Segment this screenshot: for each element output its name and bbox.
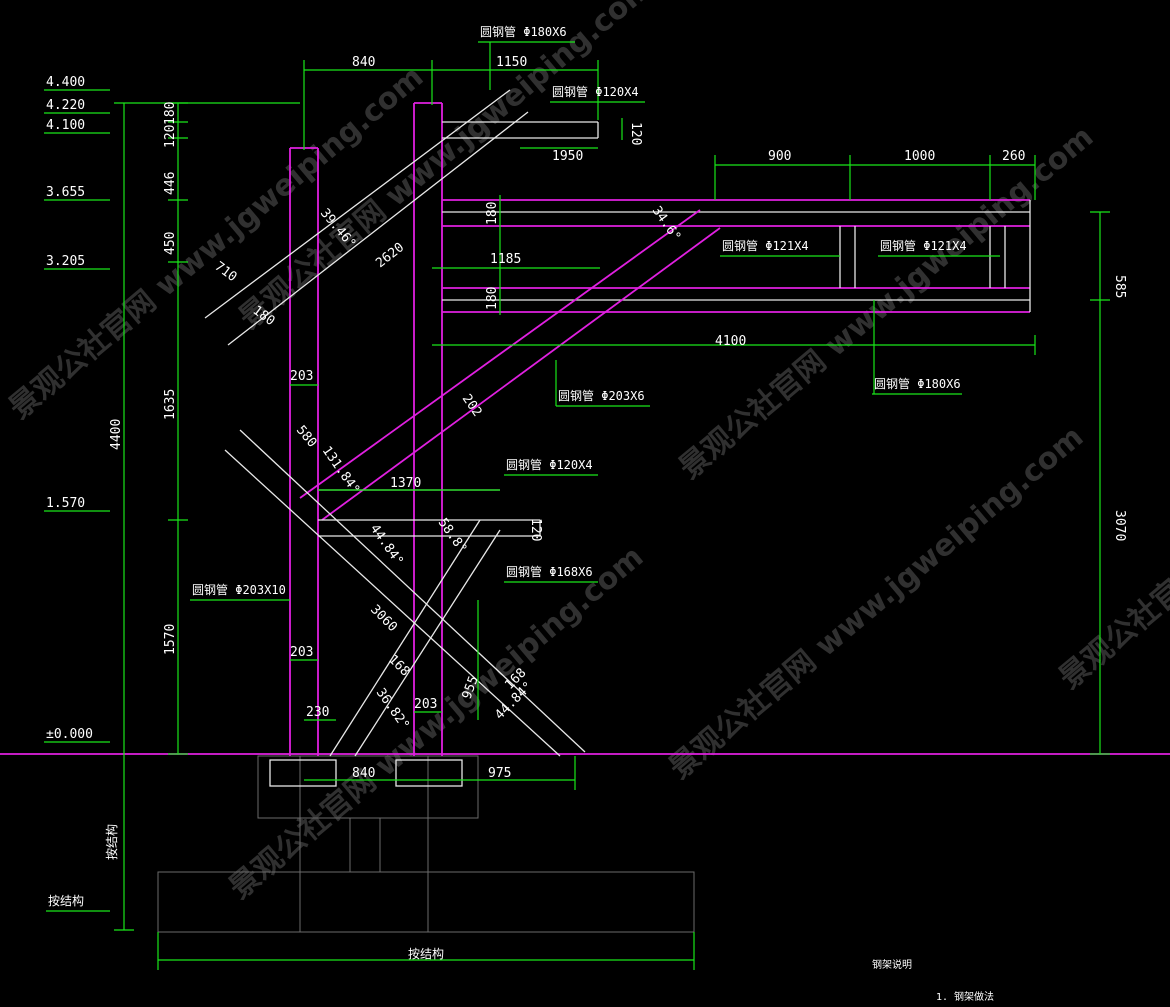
callout-text: 圆钢管 Φ180X6	[480, 24, 567, 39]
diagonal-dimensions: 710 180 2620 580 3060 168 955 168 202	[212, 240, 530, 701]
callout-text: 圆钢管 Φ180X6	[874, 376, 961, 391]
dim-text: 4400	[109, 419, 124, 450]
dim-text: 4100	[715, 334, 746, 349]
dimension-lines	[114, 60, 1110, 970]
dim-text: 900	[768, 149, 791, 164]
drawing-notes: 钢架说明 1. 钢架做法	[872, 958, 994, 1003]
angle-text: 36.82°	[373, 686, 412, 733]
dim-text: 975	[488, 766, 511, 781]
dim-text: 1635	[163, 389, 178, 420]
dim-text: 202	[459, 392, 485, 420]
dim-text: 3070	[1112, 510, 1127, 541]
watermark: 景观公社官网 www.jgweiping.com	[223, 539, 651, 906]
level-label: ±0.000	[46, 727, 93, 742]
dim-text: 840	[352, 55, 375, 70]
member-callouts: 圆钢管 Φ180X6 圆钢管 Φ120X4 圆钢管 Φ121X4 圆钢管 Φ12…	[190, 24, 1000, 601]
callout-text: 圆钢管 Φ120X4	[552, 84, 639, 99]
dim-text: 1150	[496, 55, 527, 70]
callout-text: 圆钢管 Φ168X6	[506, 564, 593, 579]
callout-text: 圆钢管 Φ121X4	[880, 238, 967, 253]
notes-title: 钢架说明	[872, 958, 912, 971]
callout-text: 圆钢管 Φ203X10	[192, 582, 286, 597]
notes-item: 1. 钢架做法	[936, 990, 994, 1003]
watermark: 景观公社官网 www.jgweiping.com	[1053, 329, 1170, 696]
level-label: 4.400	[46, 75, 85, 90]
dim-text: 120	[628, 122, 643, 145]
level-label: 4.100	[46, 118, 85, 133]
horizontal-dimensions: 840 1150 1950 900 1000 260 1185 4100 137…	[290, 55, 1025, 781]
angle-text: 131.84°	[319, 444, 363, 497]
dim-text: 1370	[390, 476, 421, 491]
dim-text: 203	[290, 369, 313, 384]
foundation	[157, 755, 695, 933]
level-label: 3.205	[46, 254, 85, 269]
watermark: 景观公社官网 www.jgweiping.com	[673, 119, 1101, 486]
dim-text: 1570	[163, 624, 178, 655]
dim-text: 3060	[367, 602, 400, 635]
dim-text: 180	[163, 102, 178, 125]
dim-text: 230	[306, 705, 329, 720]
vertical-dimensions: 180 120 446 450 1635 1570 4400 585 3070 …	[109, 102, 1127, 655]
dim-text: 180	[485, 202, 500, 225]
callout-text: 圆钢管 Φ203X6	[558, 388, 645, 403]
angle-text: 34.6°	[649, 204, 684, 245]
dim-text: 1950	[552, 149, 583, 164]
dim-text: 446	[163, 172, 178, 195]
level-markers: 4.400 4.220 4.100 3.655 3.205 1.570 ±0.0…	[44, 75, 110, 743]
level-label: 1.570	[46, 496, 85, 511]
dim-text: 180	[485, 287, 500, 310]
watermark: 景观公社官网 www.jgweiping.com	[663, 419, 1091, 786]
dim-text: 260	[1002, 149, 1025, 164]
structure-note: 按结构	[104, 824, 119, 860]
dim-text: 580	[293, 423, 320, 451]
structure-note: 按结构	[48, 893, 84, 908]
dim-text: 168	[385, 652, 412, 679]
dim-text: 450	[163, 232, 178, 255]
dim-text: 840	[352, 766, 375, 781]
dim-text: 203	[414, 697, 437, 712]
level-label: 3.655	[46, 185, 85, 200]
dim-text: 120	[163, 125, 178, 148]
dim-text: 2620	[373, 240, 407, 271]
callout-text: 圆钢管 Φ121X4	[722, 238, 809, 253]
callout-text: 圆钢管 Φ120X4	[506, 457, 593, 472]
structure-note: 按结构	[408, 946, 444, 961]
level-label: 4.220	[46, 98, 85, 113]
dim-text: 585	[1112, 275, 1127, 298]
frame-members	[204, 89, 1031, 787]
dim-text: 1185	[490, 252, 521, 267]
dim-text: 203	[290, 645, 313, 660]
structure-notes: 按结构 按结构 按结构	[46, 824, 444, 961]
dim-text: 1000	[904, 149, 935, 164]
angle-text: 44.84°	[367, 522, 406, 569]
dim-text: 120	[528, 518, 543, 541]
